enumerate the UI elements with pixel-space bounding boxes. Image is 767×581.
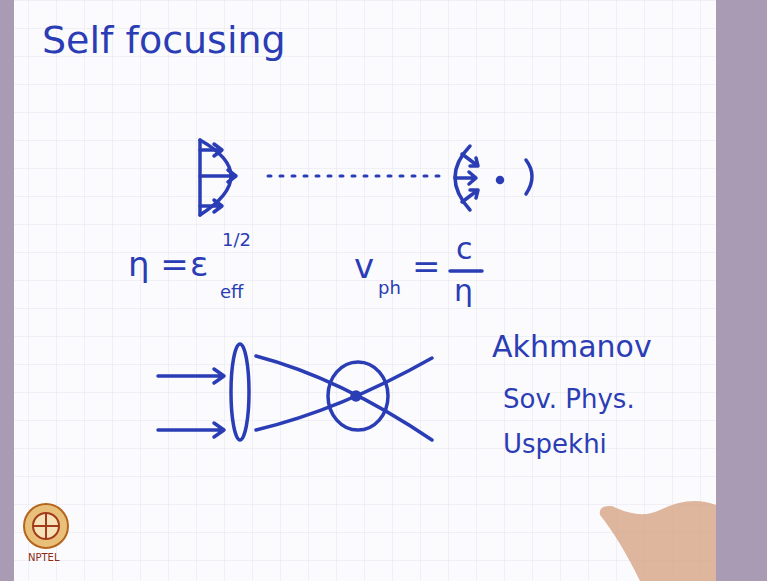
logo-text: NPTEL — [28, 552, 60, 563]
superscript: 1/2 — [222, 230, 251, 250]
incident-arrow — [158, 369, 224, 383]
equation-symbol: ε — [190, 246, 208, 283]
ray-arrow — [200, 144, 222, 156]
dotted-path — [268, 175, 440, 178]
page-title: Self focusing — [42, 20, 286, 62]
ray-arrow — [462, 190, 478, 202]
reference-journal: Sov. Phys. — [503, 385, 635, 414]
reference-journal: Uspekhi — [503, 430, 607, 459]
focus-dot — [498, 178, 503, 183]
reference-author: Akhmanov — [492, 330, 652, 363]
lecturer-hand — [600, 501, 716, 581]
incident-arrow — [158, 423, 224, 437]
equation-symbol: v — [354, 248, 374, 285]
ray-arrow — [462, 154, 478, 166]
ray-arrow — [200, 200, 222, 212]
denominator: η — [454, 274, 473, 307]
nptel-logo — [24, 504, 68, 548]
lens — [231, 344, 249, 440]
grid-paper — [14, 0, 716, 581]
focus-dot — [352, 392, 360, 400]
subscript: eff — [220, 282, 243, 302]
fraction-bar — [450, 269, 482, 273]
equation-part: η = — [128, 246, 189, 283]
focal-circle — [328, 362, 388, 430]
equation-symbol: = — [412, 248, 441, 285]
beam-edge — [256, 358, 432, 430]
subscript: ph — [378, 278, 401, 298]
ray-arrow — [455, 172, 476, 184]
bracket-mark — [526, 160, 532, 194]
numerator: c — [456, 232, 473, 265]
ray-arrow — [200, 170, 236, 182]
beam-edge — [256, 356, 432, 440]
